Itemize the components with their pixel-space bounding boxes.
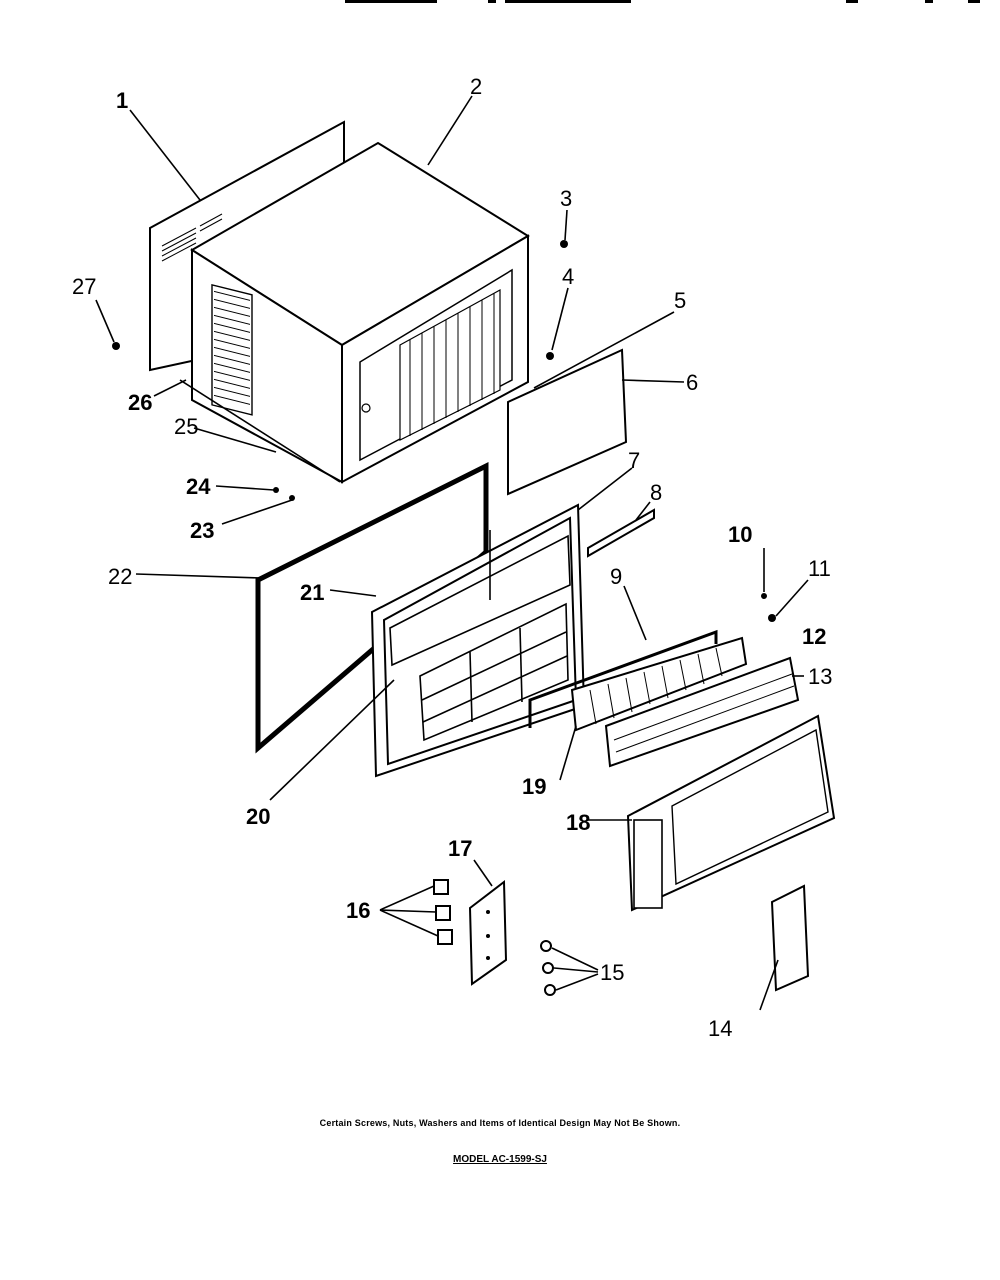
front-frame-part <box>370 503 586 778</box>
label-part-24: 24 <box>186 474 211 499</box>
label-part-6: 6 <box>686 370 698 395</box>
discharge-grille-part <box>604 656 800 768</box>
label-part-12: 12 <box>802 624 826 649</box>
label-part-7: 7 <box>628 448 640 473</box>
label-part-20: 20 <box>246 804 270 829</box>
label-part-18: 18 <box>566 810 590 835</box>
knobs-part <box>433 879 453 945</box>
label-part-16: 16 <box>346 898 370 923</box>
label-part-17: 17 <box>448 836 472 861</box>
label-part-10: 10 <box>728 522 752 547</box>
label-part-14: 14 <box>708 1016 732 1041</box>
front-panel-part <box>626 714 836 912</box>
label-part-3: 3 <box>560 186 572 211</box>
strip-part <box>587 508 655 558</box>
label-part-27: 27 <box>72 274 96 299</box>
label-part-4: 4 <box>562 264 574 289</box>
label-part-5: 5 <box>674 288 686 313</box>
cabinet-wrapper-part <box>179 141 530 484</box>
control-plate-part <box>468 880 508 986</box>
model-number: MODEL AC-1599-SJ <box>453 1154 547 1165</box>
label-part-19: 19 <box>522 774 546 799</box>
cover-plate-part <box>507 348 628 496</box>
leader-lines <box>95 95 809 1011</box>
label-part-1: 1 <box>116 88 128 113</box>
callout-labels: 1 2 3 4 5 6 7 8 9 10 11 12 13 14 15 16 1… <box>72 74 832 1041</box>
screws-part <box>112 240 776 622</box>
label-part-13: 13 <box>808 664 832 689</box>
nuts-part <box>540 940 556 996</box>
label-part-22: 22 <box>108 564 132 589</box>
label-part-9: 9 <box>610 564 622 589</box>
filter-part <box>770 884 810 992</box>
rod-part <box>528 629 718 728</box>
label-part-23: 23 <box>190 518 214 543</box>
label-part-21: 21 <box>300 580 324 605</box>
label-part-26: 26 <box>128 390 152 415</box>
label-part-11: 11 <box>808 556 831 581</box>
label-part-15: 15 <box>600 960 624 985</box>
louver-part <box>570 636 748 732</box>
model-caption: MODEL AC-1599-SJ <box>0 1154 1000 1165</box>
label-part-2: 2 <box>470 74 482 99</box>
footnote-text: Certain Screws, Nuts, Washers and Items … <box>319 1118 681 1128</box>
label-part-8: 8 <box>650 480 662 505</box>
label-part-25: 25 <box>174 414 198 439</box>
